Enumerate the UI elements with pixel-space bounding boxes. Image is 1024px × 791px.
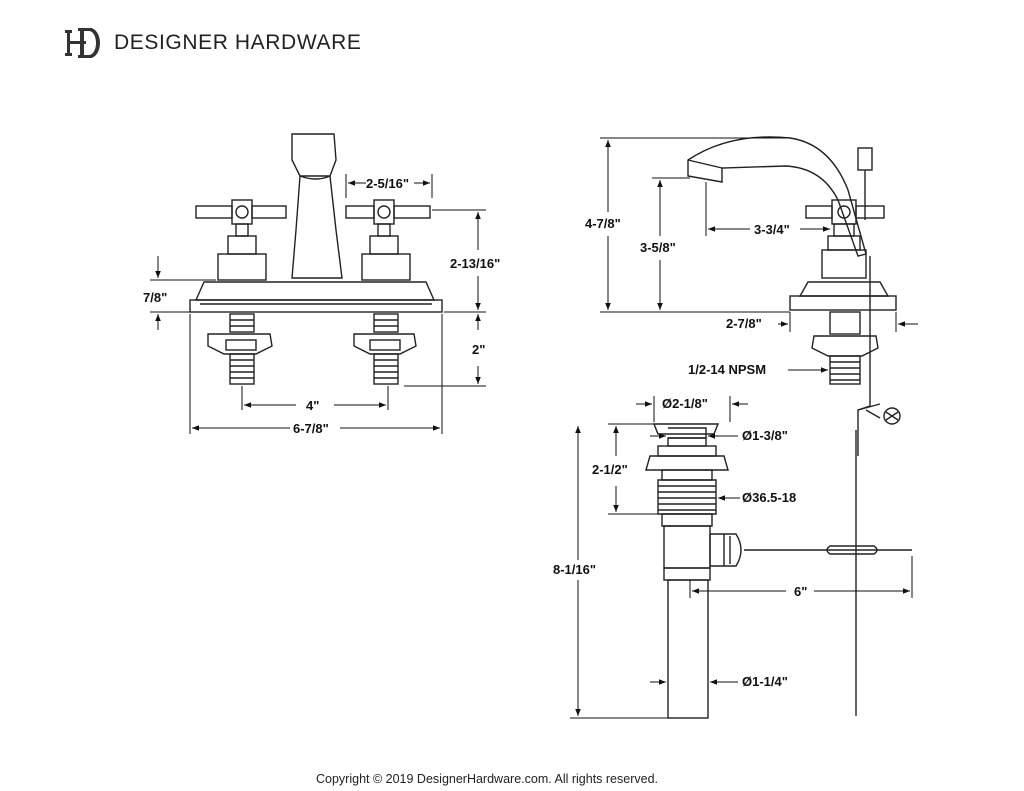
copyright-text: Copyright © 2019 DesignerHardware.com. A… — [316, 772, 658, 786]
front-right-shank — [353, 313, 417, 385]
dim-side-spout-height: 3-5/8" — [640, 240, 676, 255]
brand-logo — [65, 28, 100, 58]
side-shank — [811, 311, 879, 385]
dim-drain-body-height: 2-1/2" — [592, 462, 628, 477]
side-deck-plate — [798, 281, 890, 297]
front-view — [189, 133, 443, 385]
side-view — [687, 136, 901, 716]
header: DESIGNER HARDWARE — [64, 26, 361, 60]
dim-side-overall-height: 4-7/8" — [585, 216, 621, 231]
pivot-nut — [709, 533, 742, 567]
dim-front-shank-length: 2" — [472, 342, 485, 357]
dim-drain-rod-length: 6" — [794, 584, 807, 599]
drain-flange — [652, 423, 720, 435]
dim-front-deck-thickness: 7/8" — [143, 290, 167, 305]
front-left-shank — [207, 313, 273, 385]
dim-side-spout-reach: 3-3/4" — [754, 222, 790, 237]
lift-rod-knob — [857, 147, 873, 171]
front-deck-plate — [194, 281, 436, 301]
dim-drain-cap-dia: Ø1-3/8" — [742, 428, 788, 443]
dim-drain-flange-dia: Ø2-1/8" — [662, 396, 708, 411]
front-spout — [291, 133, 337, 177]
brand-name: DESIGNER HARDWARE — [114, 31, 362, 54]
side-handle — [805, 199, 885, 279]
dim-front-handle-spacing: 2-5/16" — [366, 176, 409, 191]
dim-drain-tail-dia: Ø1-1/4" — [742, 674, 788, 689]
front-left-handle — [195, 199, 287, 281]
side-spout — [687, 136, 867, 257]
front-right-handle — [345, 199, 431, 281]
dim-front-overall-width: 6-7/8" — [293, 421, 329, 436]
side-dimension-lines — [600, 137, 918, 373]
drain-body — [663, 525, 711, 569]
drain-tailpiece — [667, 579, 709, 719]
dim-drain-total-height: 8-1/16" — [553, 562, 596, 577]
dim-drain-thread: Ø36.5-18 — [742, 490, 796, 505]
drain-dimension-lines — [570, 396, 913, 719]
dim-side-thread: 1/2-14 NPSM — [688, 362, 766, 377]
drain-assembly — [645, 423, 912, 719]
front-dimension-lines — [150, 174, 486, 434]
footer: Copyright © 2019 DesignerHardware.com. A… — [0, 772, 1024, 786]
dim-side-base-depth: 2-7/8" — [726, 316, 762, 331]
dim-front-center-spacing: 4" — [306, 398, 319, 413]
dim-front-height: 2-13/16" — [450, 256, 500, 271]
lift-rod-assembly — [855, 256, 901, 716]
